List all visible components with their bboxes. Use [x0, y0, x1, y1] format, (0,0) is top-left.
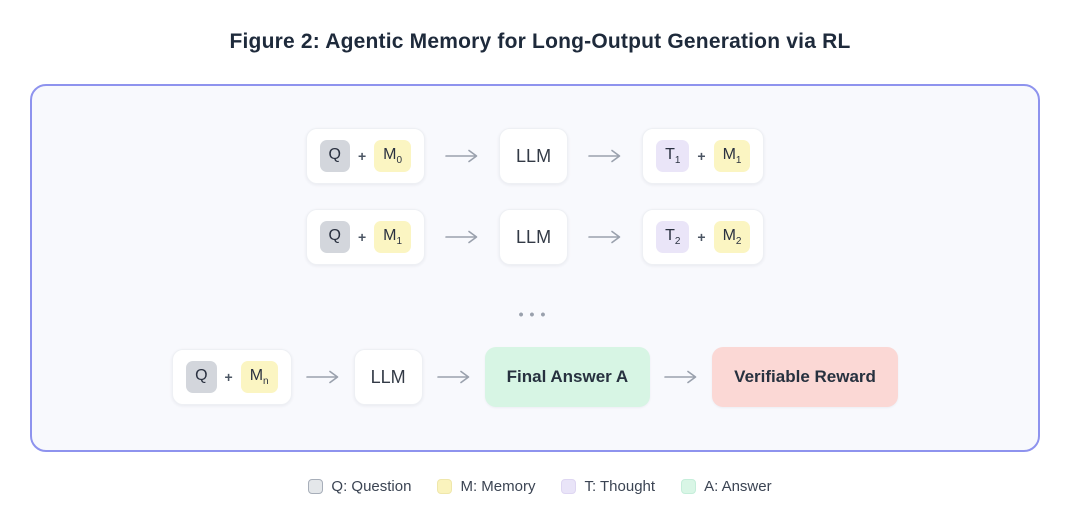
- output-box-row2: T2 + M2: [642, 209, 765, 265]
- legend-label: M: Memory: [460, 478, 536, 495]
- input-box-final: Q + Mn: [172, 349, 292, 405]
- question-chip: Q: [319, 220, 350, 254]
- legend-item-thought: T: Thought: [561, 478, 655, 495]
- right-arrow-icon: [588, 149, 621, 163]
- thought-chip: T1: [656, 139, 690, 173]
- flow-row-2: Q + M1 LLM T2 + M2: [305, 209, 765, 265]
- ellipsis-dots: •••: [518, 306, 552, 322]
- input-box-row2: Q + M1: [305, 209, 426, 265]
- legend: Q: Question M: Memory T: Thought A: Answ…: [0, 478, 1080, 495]
- memory-chip: Mn: [240, 360, 278, 394]
- thought-swatch-icon: [561, 479, 577, 494]
- legend-item-memory: M: Memory: [437, 478, 535, 495]
- verifiable-reward-box: Verifiable Reward: [712, 347, 898, 407]
- legend-label: A: Answer: [704, 478, 772, 495]
- llm-box: LLM: [353, 349, 423, 405]
- output-box-row1: T1 + M1: [642, 128, 765, 184]
- plus-sign: +: [357, 229, 367, 245]
- plus-sign: +: [697, 148, 706, 164]
- right-arrow-icon: [436, 370, 469, 384]
- llm-box: LLM: [499, 209, 569, 265]
- figure-title: Figure 2: Agentic Memory for Long-Output…: [229, 30, 851, 53]
- legend-label: Q: Question: [331, 478, 412, 495]
- right-arrow-icon: [445, 230, 478, 244]
- memory-chip: M1: [374, 220, 412, 254]
- answer-swatch-icon: [681, 479, 697, 494]
- final-answer-box: Final Answer A: [484, 347, 651, 407]
- plus-sign: +: [357, 148, 367, 164]
- memory-chip: M1: [713, 139, 751, 173]
- question-chip: Q: [186, 360, 217, 394]
- memory-swatch-icon: [437, 479, 453, 494]
- question-swatch-icon: [308, 479, 324, 494]
- legend-label: T: Thought: [584, 478, 656, 495]
- right-arrow-icon: [588, 230, 621, 244]
- flow-row-1: Q + M0 LLM T1 + M1: [305, 128, 765, 184]
- thought-chip: T2: [656, 220, 690, 254]
- right-arrow-icon: [664, 370, 697, 384]
- question-chip: Q: [319, 139, 350, 173]
- memory-chip: M0: [374, 139, 412, 173]
- diagram-frame: Q + M0 LLM T1 + M1 Q + M1 LLM: [30, 84, 1040, 452]
- llm-box: LLM: [499, 128, 569, 184]
- input-box-row1: Q + M0: [305, 128, 426, 184]
- right-arrow-icon: [305, 370, 338, 384]
- flow-row-final: Q + Mn LLM Final Answer A Verifiable Rew…: [172, 347, 898, 407]
- legend-item-answer: A: Answer: [681, 478, 772, 495]
- plus-sign: +: [224, 369, 233, 385]
- plus-sign: +: [697, 229, 706, 245]
- memory-chip: M2: [713, 220, 751, 254]
- right-arrow-icon: [445, 149, 478, 163]
- legend-item-question: Q: Question: [308, 478, 411, 495]
